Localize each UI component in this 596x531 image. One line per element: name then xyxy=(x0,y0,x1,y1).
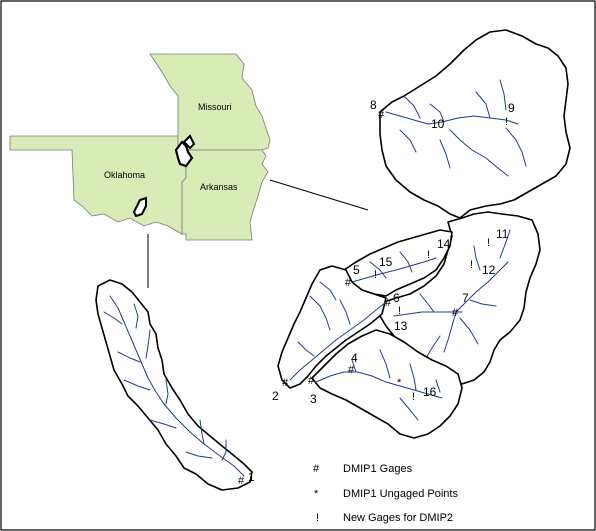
dmip1-gage-symbol-1: # xyxy=(238,475,245,487)
gage-number-4: 4 xyxy=(351,351,358,365)
legend: # DMIP1 Gages * DMIP1 Ungaged Points ! N… xyxy=(313,463,458,524)
gage-number-8: 8 xyxy=(370,98,377,112)
inset-basin-south xyxy=(132,196,147,218)
new-gage-symbol-11: ! xyxy=(487,237,490,249)
state-label-oklahoma: Oklahoma xyxy=(104,170,145,180)
new-gage-symbol-12: ! xyxy=(470,259,473,271)
legend-label-ungaged: DMIP1 Ungaged Points xyxy=(343,488,458,500)
dmip1-gage-symbol-4: # xyxy=(348,364,355,376)
new-gage-symbol-16: ! xyxy=(412,391,415,403)
inset-state-map: Missouri Oklahoma Arkansas xyxy=(9,53,271,241)
gage-number-13: 13 xyxy=(394,319,408,333)
legend-symbol-new-gages: ! xyxy=(316,512,319,524)
dmip1-gage-symbol-7: # xyxy=(452,307,459,319)
legend-label-gages: DMIP1 Gages xyxy=(343,463,413,475)
legend-symbol-ungaged: * xyxy=(314,488,319,500)
state-arkansas xyxy=(181,149,269,241)
legend-label-new-gages: New Gages for DMIP2 xyxy=(343,512,453,524)
dmip1-gage-symbol-3: # xyxy=(308,375,315,387)
gage-number-2: 2 xyxy=(272,389,279,403)
state-label-arkansas: Arkansas xyxy=(200,182,238,192)
inset-basin-north xyxy=(174,140,194,168)
gage-number-7: 7 xyxy=(462,291,469,305)
basin-west xyxy=(95,279,253,491)
new-gage-symbol-15: ! xyxy=(374,269,377,281)
basin-south xyxy=(311,329,463,439)
gage-number-1: 1 xyxy=(248,470,255,484)
gage-number-15: 15 xyxy=(379,255,393,269)
state-oklahoma xyxy=(9,135,187,235)
gage-number-9: 9 xyxy=(508,101,515,115)
state-label-missouri: Missouri xyxy=(198,102,232,112)
dmip1-gage-symbol-6: # xyxy=(385,297,392,309)
new-gage-symbol-14: ! xyxy=(427,249,430,261)
ungaged-point-symbol: * xyxy=(397,377,402,389)
gage-symbols: # ! ! ! ! ! # # # ! # # # * ! # xyxy=(238,109,508,487)
dmip1-gage-symbol-5: # xyxy=(345,277,352,289)
new-gage-symbol-9: ! xyxy=(505,116,508,128)
basin-east xyxy=(379,211,541,385)
basin-central xyxy=(277,265,387,389)
gage-number-14: 14 xyxy=(437,237,451,251)
basin-north xyxy=(379,29,571,219)
inset-basin-north2 xyxy=(182,134,196,150)
gage-number-5: 5 xyxy=(353,263,360,277)
gage-number-11: 11 xyxy=(496,227,509,241)
gage-number-12: 12 xyxy=(482,263,496,277)
dmip1-gage-symbol-8: # xyxy=(378,109,385,121)
leader-line-east xyxy=(269,179,369,211)
gage-number-16: 16 xyxy=(423,385,437,399)
new-gage-symbol-13: ! xyxy=(398,305,401,317)
gage-number-3: 3 xyxy=(310,392,317,406)
legend-symbol-gages: # xyxy=(313,463,320,475)
dmip1-gage-symbol-2: # xyxy=(282,377,289,389)
gage-numbers: 8 9 10 11 12 14 15 5 6 7 13 4 2 3 16 1 xyxy=(248,98,515,484)
gage-number-10: 10 xyxy=(431,117,445,131)
gage-number-6: 6 xyxy=(393,291,400,305)
state-missouri xyxy=(149,53,271,151)
